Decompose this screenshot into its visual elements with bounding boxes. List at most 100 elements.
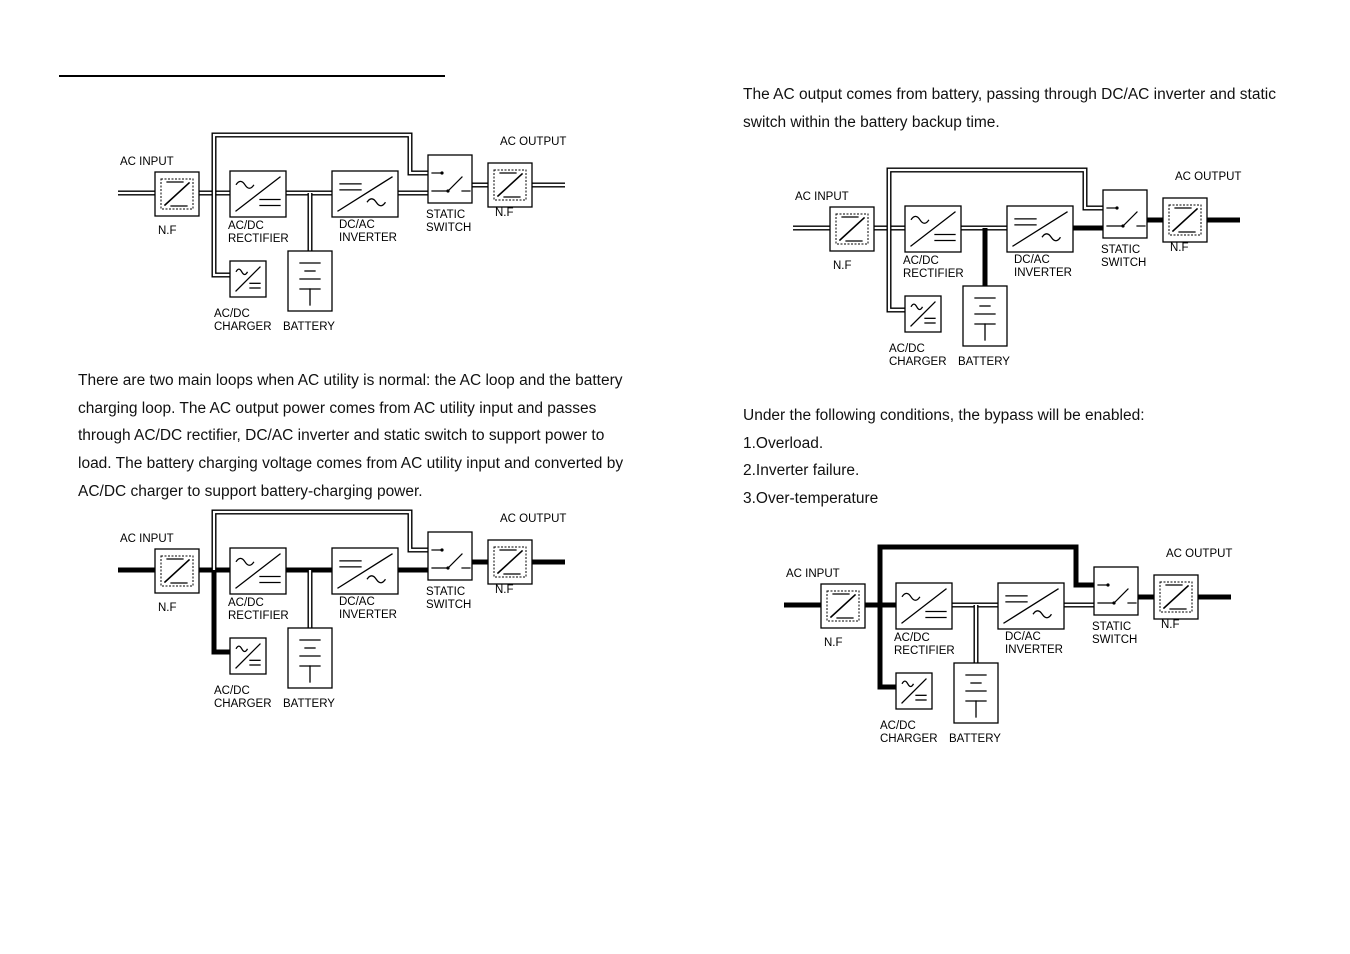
inverter-block-diag <box>1003 588 1059 624</box>
charger-block-sine <box>235 268 249 276</box>
static-switch-block-dot2 <box>1112 601 1116 605</box>
rectifier-label-2: RECTIFIER <box>894 645 955 657</box>
nf-label: N.F <box>833 260 852 272</box>
battery-label: BATTERY <box>958 356 1010 368</box>
input-filter-block-slash <box>838 216 866 242</box>
charger-branch-wire-core <box>212 193 230 277</box>
output-filter-block-inner <box>1159 581 1193 613</box>
nf-label: N.F <box>158 225 177 237</box>
charger-label-2: CHARGER <box>880 733 938 745</box>
rectifier-label-1: AC/DC <box>228 220 264 232</box>
inverter-label-2: INVERTER <box>339 232 397 244</box>
static-switch-block <box>1102 189 1148 239</box>
static-switch-block-arm <box>1113 588 1129 604</box>
ac-output-label: AC OUTPUT <box>500 136 566 148</box>
rectifier-label-1: AC/DC <box>228 597 264 609</box>
normal-mode-description: There are two main loops when AC utility… <box>78 372 624 500</box>
rectifier-block-diag <box>235 176 281 212</box>
static-switch-block-dot1 <box>1115 206 1119 210</box>
switch-label-1: STATIC <box>426 209 465 221</box>
charger-label-1: AC/DC <box>889 343 925 355</box>
charger-block-sine <box>910 303 924 311</box>
switch-label-1: STATIC <box>1092 621 1131 633</box>
output-filter-block-slash <box>496 172 524 198</box>
input-filter-block-slash <box>163 181 191 207</box>
charger-label-2: CHARGER <box>889 356 947 368</box>
ac-output-label: AC OUTPUT <box>1175 171 1241 183</box>
output-filter-block-slash <box>496 549 524 575</box>
inverter-block-sine <box>1032 610 1053 619</box>
inverter-block-diag <box>1012 211 1068 247</box>
rectifier-block-sine <box>235 180 255 189</box>
charger-branch-wire <box>211 570 230 655</box>
static-switch-block-dot2 <box>446 566 450 570</box>
rectifier-block-diag <box>910 211 956 247</box>
nf-output-label: N.F <box>495 207 514 219</box>
switch-label-1: STATIC <box>426 586 465 598</box>
inverter-label-2: INVERTER <box>339 609 397 621</box>
ac-input-label: AC INPUT <box>120 533 174 545</box>
static-switch-block-dot2 <box>1121 224 1125 228</box>
static-switch-block <box>1093 566 1139 616</box>
nf-output-label: N.F <box>495 584 514 596</box>
charger-block-sine <box>235 645 249 653</box>
static-switch-block <box>427 154 473 204</box>
inverter-label-1: DC/AC <box>339 596 375 608</box>
charger-block-sine <box>901 680 915 688</box>
charger-branch-wire-core <box>887 228 905 312</box>
ac-output-label: AC OUTPUT <box>1166 548 1232 560</box>
static-switch-block-dot2 <box>446 189 450 193</box>
inverter-block-sine <box>1041 233 1062 242</box>
inverter-block-diag <box>337 553 393 589</box>
static-switch-block-arm <box>1122 211 1138 227</box>
rectifier-block-sine <box>901 592 921 601</box>
bypass-condition-item: 1.Overload. <box>743 434 824 452</box>
bypass-condition-item: 3.Over-temperature <box>743 490 879 508</box>
charger-block-diag <box>901 678 927 704</box>
static-switch-block-dot1 <box>1106 583 1110 587</box>
ac-input-label: AC INPUT <box>120 156 174 168</box>
charger-label-1: AC/DC <box>214 308 250 320</box>
static-switch-block-arm <box>447 553 463 569</box>
static-switch-block-dot1 <box>440 171 444 175</box>
input-filter-block-inner <box>160 178 194 210</box>
static-switch-block <box>427 531 473 581</box>
switch-label-2: SWITCH <box>426 599 471 611</box>
inverter-block-sine <box>366 575 387 584</box>
switch-label-1: STATIC <box>1101 244 1140 256</box>
input-filter-block-inner <box>835 213 869 245</box>
rectifier-block-sine <box>910 215 930 224</box>
battery-label: BATTERY <box>283 698 335 710</box>
inverter-label-1: DC/AC <box>1005 631 1041 643</box>
rectifier-block-diag <box>901 588 947 624</box>
rectifier-block-sine <box>235 557 255 566</box>
rectifier-label-2: RECTIFIER <box>228 233 289 245</box>
inverter-label-1: DC/AC <box>339 219 375 231</box>
battery-label: BATTERY <box>283 321 335 333</box>
charger-label-2: CHARGER <box>214 321 272 333</box>
inverter-label-1: DC/AC <box>1014 254 1050 266</box>
input-filter-block-inner <box>826 590 860 622</box>
inverter-block-sine <box>366 198 387 207</box>
rectifier-label-1: AC/DC <box>894 632 930 644</box>
inverter-block-diag <box>337 176 393 212</box>
rectifier-label-2: RECTIFIER <box>903 268 964 280</box>
charger-label-1: AC/DC <box>880 720 916 732</box>
switch-label-2: SWITCH <box>426 222 471 234</box>
ac-input-label: AC INPUT <box>786 568 840 580</box>
ac-input-label: AC INPUT <box>795 191 849 203</box>
nf-label: N.F <box>824 637 843 649</box>
rectifier-label-2: RECTIFIER <box>228 610 289 622</box>
inverter-label-2: INVERTER <box>1014 267 1072 279</box>
charger-label-1: AC/DC <box>214 685 250 697</box>
nf-output-label: N.F <box>1161 619 1180 631</box>
charger-branch-wire <box>877 605 896 690</box>
output-filter-block-inner <box>493 546 527 578</box>
bypass-wire <box>877 544 1096 605</box>
battery-mode-description: The AC output comes from battery, passin… <box>743 86 1276 131</box>
charger-block-diag <box>235 643 261 669</box>
